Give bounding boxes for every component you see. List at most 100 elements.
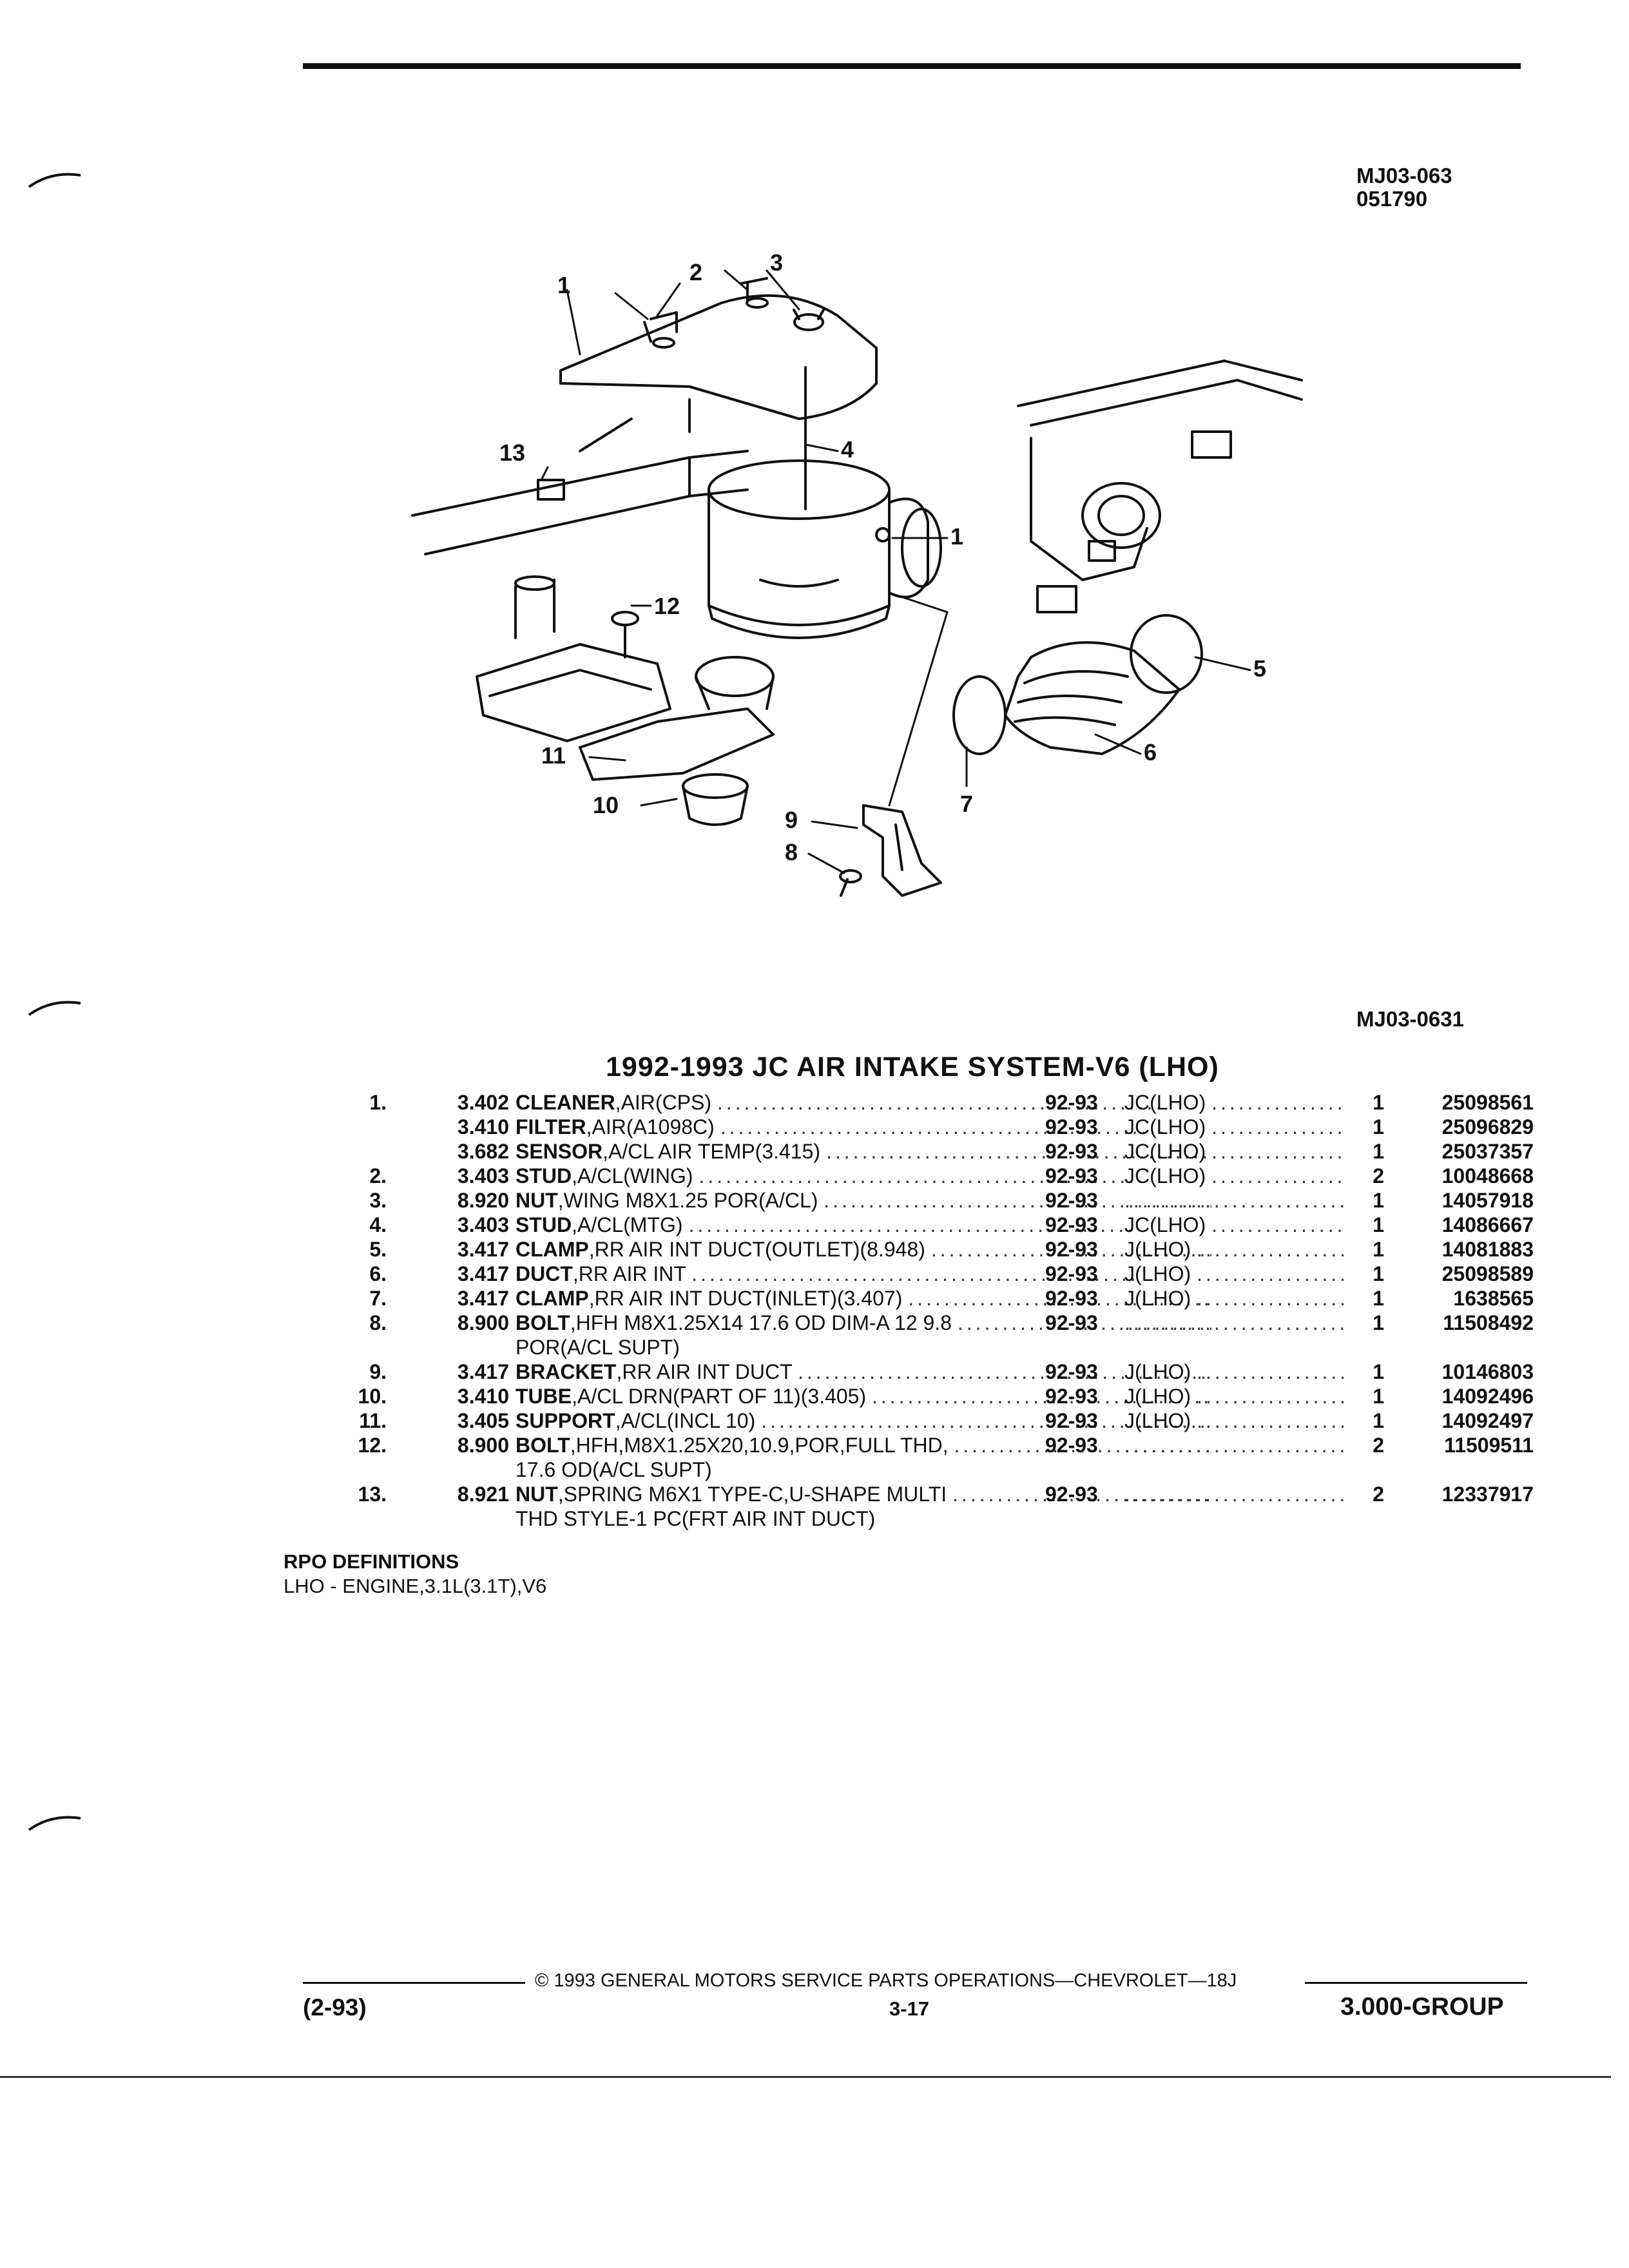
part-group-number: 3.417 xyxy=(457,1238,509,1261)
part-usage: JC(LHO) .......................... xyxy=(1124,1164,1344,1187)
part-description: BOLT,HFH,M8X1.25X20,10.9,POR,FULL THD, .… xyxy=(516,1434,1211,1457)
part-description: CLAMP,RR AIR INT DUCT(INLET)(3.407) ....… xyxy=(516,1287,1211,1310)
part-row: 3.682 SENSOR,A/CL AIR TEMP(3.415) .......… xyxy=(329,1139,1534,1164)
duct-inlet-clamp xyxy=(952,675,1007,755)
part-years: 92-93 xyxy=(1045,1115,1098,1139)
air-cleaner-support xyxy=(476,643,775,781)
part-name: BOLT xyxy=(516,1311,570,1334)
figure-date: 051790 xyxy=(1356,187,1428,211)
binder-mark-3 xyxy=(28,1816,81,1831)
part-number: 11508492 xyxy=(1443,1311,1534,1334)
part-quantity: 1 xyxy=(1373,1360,1384,1383)
diagram-figure-ref: MJ03-0631 xyxy=(1356,1007,1464,1031)
air-cleaner-cover xyxy=(559,294,878,452)
rpo-definitions: RPO DEFINITIONS LHO - ENGINE,3.1L(3.1T),… xyxy=(284,1550,546,1599)
part-item-number: 9. xyxy=(369,1360,387,1383)
part-name: BRACKET xyxy=(516,1360,617,1383)
part-group-number: 3.682 xyxy=(457,1140,509,1163)
part-number: 14092496 xyxy=(1441,1385,1534,1408)
part-number: 10048668 xyxy=(1441,1164,1534,1187)
part-group-number: 8.920 xyxy=(457,1189,509,1212)
binder-mark-1 xyxy=(28,173,81,188)
part-name: STUD xyxy=(516,1164,572,1187)
wing-studs xyxy=(643,277,769,349)
part-item-number: 10. xyxy=(358,1385,387,1408)
callout-2: 2 xyxy=(689,259,702,285)
callout-10: 10 xyxy=(593,792,619,818)
part-group-number: 8.921 xyxy=(457,1483,509,1506)
part-detail: ,HFH M8X1.25X14 17.6 OD DIM-A 12 9.8 xyxy=(570,1311,952,1334)
part-detail: ,HFH,M8X1.25X20,10.9,POR,FULL THD, xyxy=(570,1434,949,1457)
callout-7: 7 xyxy=(960,791,973,817)
part-quantity: 1 xyxy=(1373,1311,1384,1334)
part-description: SENSOR,A/CL AIR TEMP(3.415) ............… xyxy=(516,1140,1211,1163)
part-quantity: 1 xyxy=(1373,1262,1384,1285)
part-usage: J(LHO) .......................... xyxy=(1124,1287,1344,1310)
part-years: 92-93 xyxy=(1045,1385,1098,1408)
part-detail: ,A/CL(INCL 10) xyxy=(615,1409,756,1432)
hfh-bolt xyxy=(611,611,639,658)
part-item-number: 11. xyxy=(359,1409,387,1432)
bracket-bolt xyxy=(839,869,862,897)
callout-13: 13 xyxy=(499,439,525,466)
drain-tube xyxy=(682,773,749,826)
callout-6: 6 xyxy=(1144,739,1157,765)
part-number: 11509511 xyxy=(1444,1434,1534,1457)
top-rule xyxy=(303,63,1521,69)
part-name: SUPPORT xyxy=(516,1409,615,1432)
part-group-number: 3.403 xyxy=(457,1213,509,1236)
part-item-number: 12. xyxy=(358,1434,387,1457)
part-name: DUCT xyxy=(516,1262,573,1285)
part-group-number: 3.410 xyxy=(457,1115,509,1139)
part-years: 92-93 xyxy=(1045,1213,1098,1236)
callout-3: 3 xyxy=(770,249,783,276)
callout-8: 8 xyxy=(785,839,798,865)
section-title: 1992-1993 JC AIR INTAKE SYSTEM-V6 (LHO) xyxy=(606,1052,1219,1082)
part-usage: .......................... xyxy=(1124,1483,1344,1506)
part-description: BOLT,HFH M8X1.25X14 17.6 OD DIM-A 12 9.8… xyxy=(516,1311,1211,1334)
part-description: STUD,A/CL(MTG) .........................… xyxy=(516,1213,1136,1236)
part-number: 14081883 xyxy=(1441,1238,1534,1261)
duct-bracket xyxy=(862,804,942,897)
part-quantity: 2 xyxy=(1373,1434,1384,1457)
part-detail: ,RR AIR INT DUCT xyxy=(616,1360,793,1383)
rpo-heading: RPO DEFINITIONS xyxy=(284,1550,459,1573)
footer-rule-left xyxy=(303,1982,525,1984)
part-name: NUT xyxy=(516,1483,558,1506)
callout-12: 12 xyxy=(654,593,680,619)
part-years: 92-93 xyxy=(1045,1262,1098,1285)
part-group-number: 3.417 xyxy=(457,1262,509,1285)
air-cleaner-canister xyxy=(708,459,942,639)
part-detail: ,AIR(CPS) xyxy=(615,1091,712,1114)
part-number: 25096829 xyxy=(1441,1115,1534,1139)
part-description: TUBE,A/CL DRN(PART OF 11)(3.405) .......… xyxy=(516,1385,1211,1408)
part-name: CLEANER xyxy=(516,1091,615,1114)
part-item-number: 7. xyxy=(369,1287,387,1310)
page-bottom-edge xyxy=(0,2076,1611,2078)
callout-9: 9 xyxy=(785,807,798,833)
part-usage: .......................... xyxy=(1124,1189,1344,1212)
part-group-number: 3.402 xyxy=(457,1091,509,1114)
part-usage: .......................... xyxy=(1124,1434,1344,1457)
part-item-number: 5. xyxy=(369,1238,387,1261)
part-description: NUT,WING M8X1.25 POR(A/CL) .............… xyxy=(516,1189,1211,1212)
part-row: 10. 3.410 TUBE,A/CL DRN(PART OF 11)(3.405)… xyxy=(329,1384,1534,1408)
part-name: CLAMP xyxy=(516,1238,589,1261)
part-item-number: 1. xyxy=(369,1091,387,1114)
part-number: 14092497 xyxy=(1441,1409,1534,1432)
binder-mark-2 xyxy=(28,1001,81,1016)
part-name: STUD xyxy=(516,1213,572,1236)
footer-rule-right xyxy=(1305,1982,1527,1984)
part-group-number: 3.410 xyxy=(457,1385,509,1408)
callout-leaders xyxy=(540,269,1251,874)
part-years: 92-93 xyxy=(1045,1164,1098,1187)
part-detail: ,A/CL(WING) xyxy=(572,1164,693,1187)
part-number: 25098561 xyxy=(1441,1091,1534,1114)
part-detail: ,A/CL DRN(PART OF 11)(3.405) xyxy=(572,1385,867,1408)
part-group-number: 3.403 xyxy=(457,1164,509,1187)
part-detail: ,A/CL(MTG) xyxy=(572,1213,683,1236)
